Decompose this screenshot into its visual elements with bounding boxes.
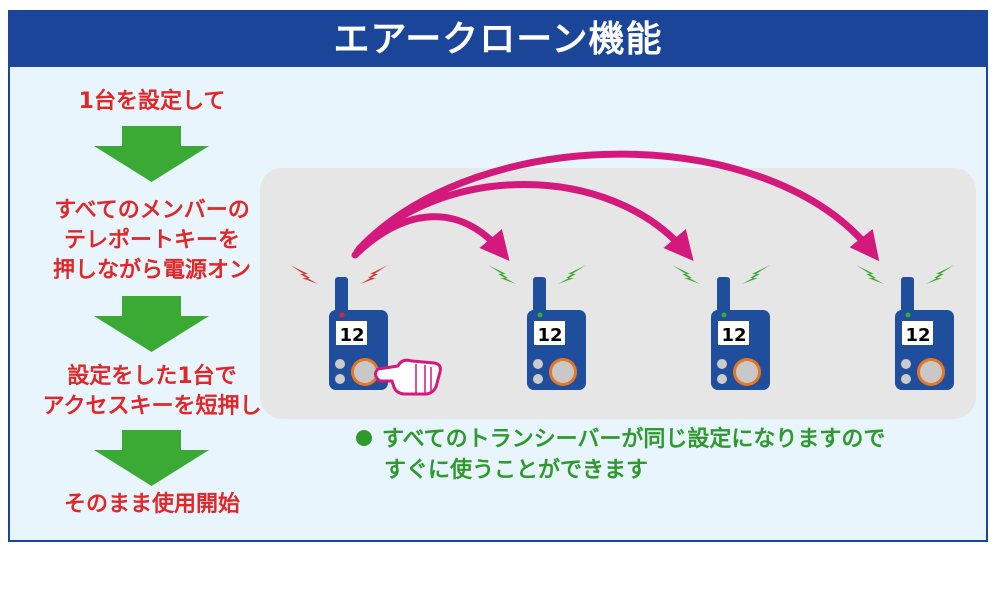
radio-display-4: 12 (905, 325, 930, 346)
result-note: すべてのトランシーバーが同じ設定になりますので すぐに使うことができます (356, 424, 885, 486)
signal-right-icon (926, 265, 954, 284)
step-4-line-1: そのまま使用開始 (63, 492, 240, 517)
signal-right-icon (742, 265, 770, 284)
step-2: すべてのメンバーの テレポートキーを 押しながら電源オン (32, 196, 272, 286)
step-3-line-2: アクセスキーを短押し (42, 394, 262, 419)
step-2-line-1: すべてのメンバーの (54, 198, 250, 223)
radio-target-4 (856, 265, 954, 390)
header-bar: エアークローン機能 (10, 12, 986, 67)
radio-target-2 (488, 265, 586, 390)
step-2-line-2: テレポートキーを (63, 228, 240, 253)
step-1: 1台を設定して (32, 87, 272, 117)
step-4: そのまま使用開始 (32, 490, 272, 520)
down-arrow-icon (94, 126, 209, 182)
down-arrow-icon (94, 296, 209, 352)
step-1-line-1: 1台を設定して (78, 89, 226, 114)
radio-display-3: 12 (721, 325, 746, 346)
air-clone-diagram: 12 12 12 12 (290, 150, 954, 396)
signal-right-icon (360, 265, 388, 284)
step-2-line-3: 押しながら電源オン (52, 258, 251, 283)
signal-left-icon (856, 265, 884, 284)
step-3: 設定をした1台で アクセスキーを短押し (32, 362, 272, 422)
bullet-icon (356, 430, 372, 446)
signal-left-icon (672, 265, 700, 284)
result-note-text-1: すべてのトランシーバーが同じ設定になりますので (382, 427, 886, 452)
transfer-arrow-to-radio-4 (355, 150, 880, 262)
radio-target-3 (672, 265, 770, 390)
signal-left-icon (290, 265, 318, 284)
result-note-line-2: すぐに使うことができます (384, 458, 649, 483)
signal-left-icon (488, 265, 516, 284)
step-3-line-1: 設定をした1台で (67, 364, 237, 389)
air-clone-frame: エアークローン機能 1台を設定して すべてのメンバーの テレポートキーを 押しな… (8, 10, 988, 542)
radio-display-1: 12 (339, 325, 364, 346)
down-arrow-icon (94, 430, 209, 486)
radio-display-2: 12 (537, 325, 562, 346)
signal-right-icon (558, 265, 586, 284)
pointing-hand-icon (373, 358, 442, 396)
radio-source (290, 265, 388, 390)
result-note-line-1: すべてのトランシーバーが同じ設定になりますので (356, 424, 885, 455)
page-title: エアークローン機能 (333, 19, 663, 60)
